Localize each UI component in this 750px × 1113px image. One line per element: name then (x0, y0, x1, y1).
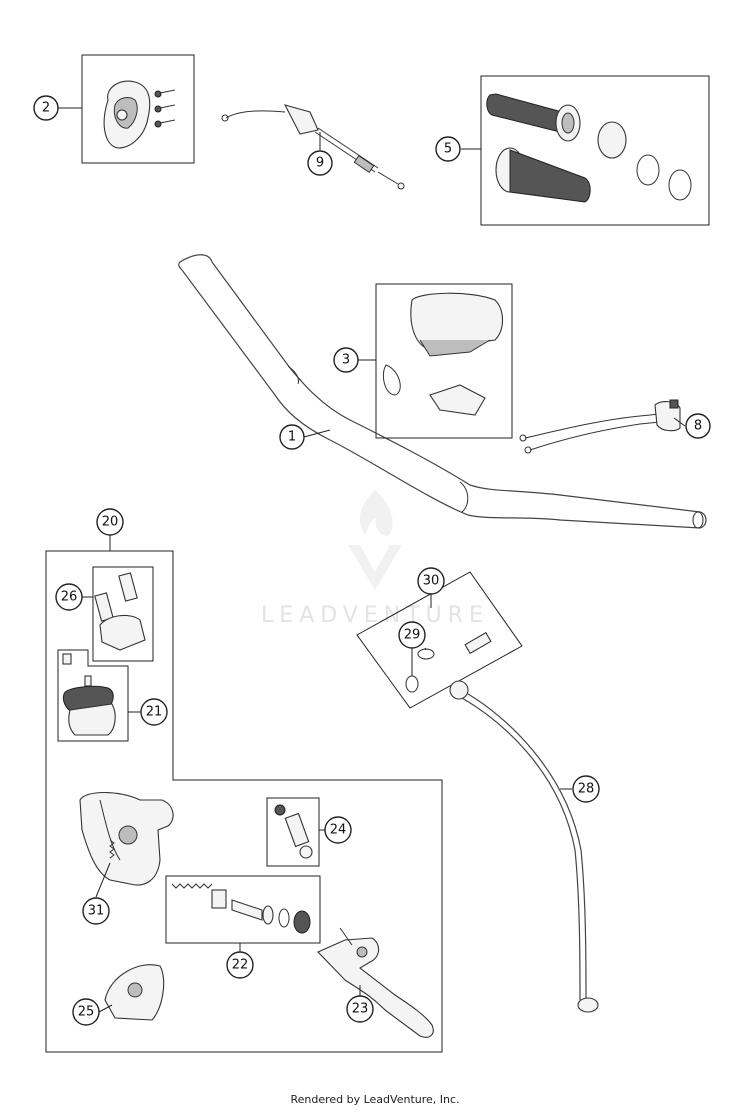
svg-text:20: 20 (102, 515, 119, 530)
callout-30: 30 (417, 567, 445, 595)
lever-guard (104, 964, 165, 1021)
callout-28: 28 (572, 775, 600, 803)
svg-text:1: 1 (288, 430, 296, 445)
callout-3: 3 (333, 347, 359, 373)
reservoir-cover-group (62, 653, 116, 736)
box-3 (375, 283, 513, 439)
banjo-parts-group (405, 631, 492, 693)
brake-lever (317, 927, 434, 1038)
box-26 (92, 566, 154, 662)
callout-9: 9 (307, 150, 333, 176)
callout-21: 21 (140, 698, 168, 726)
throttle-cable (221, 104, 405, 190)
screw-icon (154, 89, 176, 128)
master-cylinder-body (79, 792, 174, 886)
piston-kit-group (171, 883, 311, 934)
callout-25: 25 (72, 998, 100, 1026)
svg-text:5: 5 (444, 142, 452, 157)
box-20 (45, 550, 443, 1053)
kill-switch (519, 399, 681, 454)
svg-text:26: 26 (61, 590, 78, 605)
callout-22: 22 (226, 951, 254, 979)
callout-20: 20 (96, 508, 124, 536)
grip-icon (486, 93, 581, 142)
callout-23: 23 (346, 995, 374, 1023)
callout-5: 5 (435, 136, 461, 162)
svg-text:8: 8 (694, 419, 702, 434)
svg-text:3: 3 (342, 353, 350, 368)
callout-1: 1 (279, 424, 305, 450)
clamp-group (94, 572, 146, 651)
svg-text:21: 21 (146, 705, 163, 720)
switch-housing-group (81, 54, 195, 164)
callout-29: 29 (398, 621, 426, 649)
svg-text:29: 29 (404, 628, 421, 643)
handlebar (178, 254, 707, 529)
box-24 (266, 797, 320, 867)
callout-31: 31 (82, 897, 110, 925)
callout-8: 8 (685, 413, 711, 439)
svg-text:9: 9 (316, 156, 324, 171)
svg-text:31: 31 (88, 904, 105, 919)
cover-group (375, 283, 513, 439)
svg-text:24: 24 (330, 823, 347, 838)
svg-text:23: 23 (352, 1002, 369, 1017)
watermark: LEADVENTURE (261, 490, 489, 628)
svg-text:22: 22 (232, 958, 249, 973)
footer-credit: Rendered by LeadVenture, Inc. (290, 1093, 460, 1106)
box-22 (165, 875, 321, 944)
watermark-text: LEADVENTURE (261, 603, 489, 628)
banjo-bolt-group (274, 804, 313, 859)
svg-text:2: 2 (42, 101, 50, 116)
callout-24: 24 (324, 816, 352, 844)
grip-icon (495, 147, 591, 203)
callout-2: 2 (33, 95, 59, 121)
box-30 (356, 571, 523, 709)
grips-group (480, 75, 710, 226)
flame-logo-icon (348, 490, 402, 590)
svg-text:28: 28 (578, 782, 595, 797)
brake-line (449, 680, 599, 1013)
box-21 (57, 649, 129, 742)
box-2 (81, 54, 195, 164)
callout-26: 26 (55, 583, 83, 611)
box-5 (480, 75, 710, 226)
spring-icon (109, 839, 115, 859)
svg-text:30: 30 (423, 574, 440, 589)
svg-text:25: 25 (78, 1005, 95, 1020)
